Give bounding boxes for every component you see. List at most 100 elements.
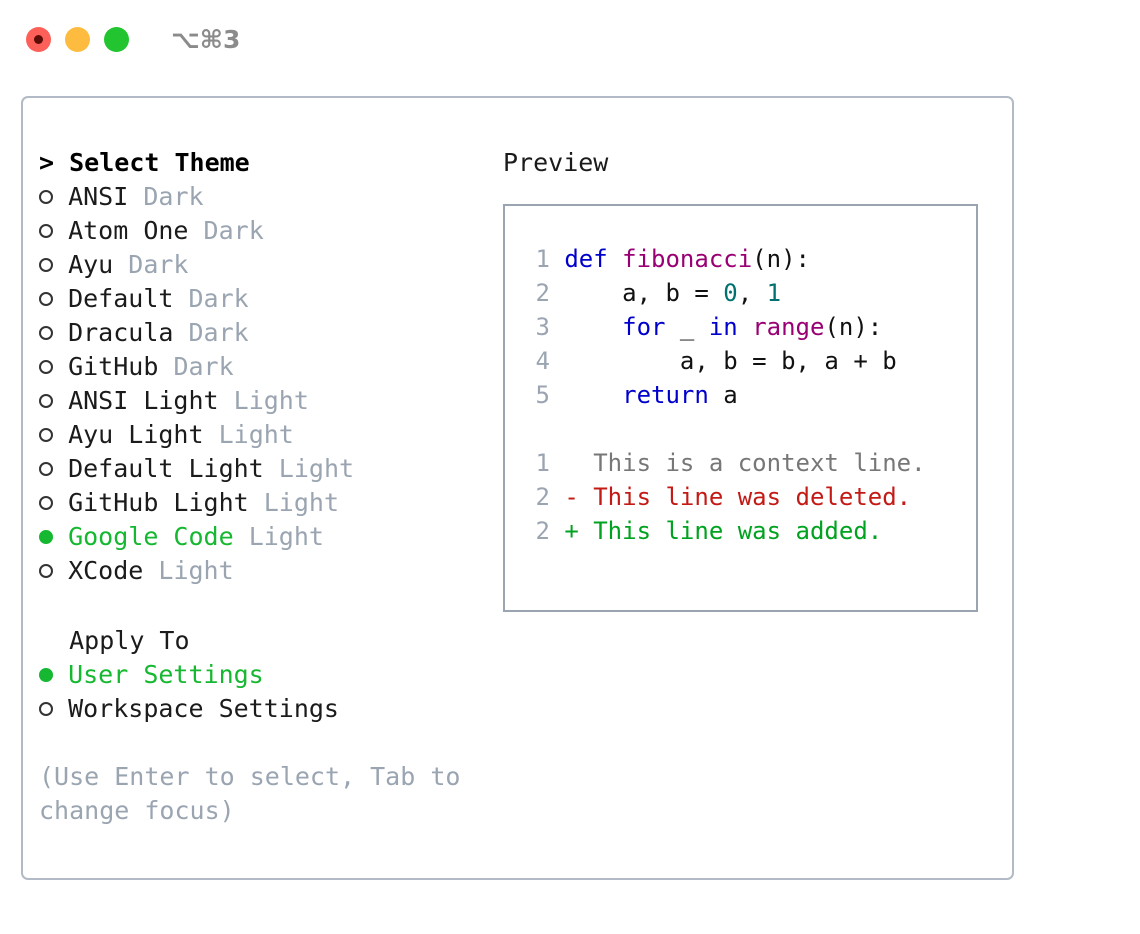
code-token: in	[708, 313, 738, 341]
radio-unselected-icon[interactable]	[39, 496, 53, 510]
title-bar: ⌥⌘3	[0, 0, 1140, 78]
code-line: 4 a, b = b, a + b	[505, 344, 976, 378]
diff-line: 2- This line was deleted.	[505, 480, 976, 514]
theme-name: GitHub	[68, 352, 159, 381]
radio-unselected-icon[interactable]	[39, 702, 53, 716]
code-token: 1	[766, 279, 782, 307]
apply-to-option-user-settings[interactable]: User Settings	[39, 658, 479, 692]
page-title: Select Theme	[69, 148, 250, 177]
theme-name: ANSI	[68, 182, 129, 211]
theme-name: Ayu Light	[68, 420, 204, 449]
code-token: a, b = b, a + b	[564, 347, 897, 375]
apply-to-header: Apply To	[69, 626, 190, 655]
code-line: 2 a, b = 0, 1	[505, 276, 976, 310]
code-token: return	[622, 381, 709, 409]
theme-list: ANSI Dark Atom One Dark Ayu Dark Default…	[39, 180, 479, 588]
radio-unselected-icon[interactable]	[39, 326, 53, 340]
line-number: 2	[535, 279, 550, 307]
radio-unselected-icon[interactable]	[39, 258, 53, 272]
hint-gap	[39, 726, 479, 760]
theme-name: Google Code	[68, 522, 234, 551]
theme-variant: Dark	[188, 284, 249, 313]
radio-selected-icon[interactable]	[39, 668, 53, 682]
apply-to-option-workspace-settings[interactable]: Workspace Settings	[39, 692, 479, 726]
theme-option-dracula[interactable]: Dracula Dark	[39, 316, 479, 350]
theme-option-default-light[interactable]: Default Light Light	[39, 452, 479, 486]
theme-variant: Dark	[143, 182, 204, 211]
apply-to-label: Workspace Settings	[68, 694, 339, 723]
apply-to-list: User Settings Workspace Settings	[39, 658, 479, 726]
diff-sample: 1 This is a context line.2- This line wa…	[505, 446, 976, 548]
theme-name: Default Light	[68, 454, 264, 483]
theme-option-ansi-light[interactable]: ANSI Light Light	[39, 384, 479, 418]
theme-option-xcode[interactable]: XCode Light	[39, 554, 479, 588]
radio-unselected-icon[interactable]	[39, 292, 53, 306]
diff-line: 2 + This line was added.	[505, 514, 976, 548]
minimize-button-icon[interactable]	[65, 26, 90, 52]
theme-option-github-light[interactable]: GitHub Light Light	[39, 486, 479, 520]
code-token: a, b =	[564, 279, 724, 307]
theme-name: Ayu	[68, 250, 114, 279]
line-number: 2	[535, 517, 550, 545]
radio-unselected-icon[interactable]	[39, 394, 53, 408]
radio-unselected-icon[interactable]	[39, 190, 53, 204]
line-number: 5	[535, 381, 550, 409]
line-number: 1	[535, 449, 550, 477]
theme-option-google-code[interactable]: Google Code Light	[39, 520, 479, 554]
theme-variant: Dark	[188, 318, 249, 347]
code-token: range	[752, 313, 825, 341]
code-token	[564, 381, 622, 409]
line-number: 4	[535, 347, 550, 375]
radio-selected-icon[interactable]	[39, 530, 53, 544]
theme-option-github[interactable]: GitHub Dark	[39, 350, 479, 384]
apply-to-label: User Settings	[68, 660, 264, 689]
radio-unselected-icon[interactable]	[39, 564, 53, 578]
focus-caret-icon: >	[39, 148, 55, 177]
code-token: for	[622, 313, 666, 341]
code-token	[564, 313, 622, 341]
radio-unselected-icon[interactable]	[39, 428, 53, 442]
code-diff-gap	[505, 412, 976, 446]
radio-unselected-icon[interactable]	[39, 360, 53, 374]
theme-option-default[interactable]: Default Dark	[39, 282, 479, 316]
theme-option-ansi[interactable]: ANSI Dark	[39, 180, 479, 214]
theme-variant: Light	[218, 420, 294, 449]
code-token: 0	[723, 279, 738, 307]
close-button-icon[interactable]	[26, 26, 51, 52]
diff-line: 1 This is a context line.	[505, 446, 976, 480]
code-line: 5 return a	[505, 378, 976, 412]
theme-variant: Dark	[128, 250, 189, 279]
radio-unselected-icon[interactable]	[39, 224, 53, 238]
theme-variant: Light	[233, 386, 309, 415]
code-token: _	[665, 313, 709, 341]
zoom-button-icon[interactable]	[104, 26, 129, 52]
theme-name: Atom One	[68, 216, 189, 245]
theme-name: ANSI Light	[68, 386, 219, 415]
diff-text: This is a context line.	[564, 449, 926, 477]
theme-option-ayu-light[interactable]: Ayu Light Light	[39, 418, 479, 452]
radio-unselected-icon[interactable]	[39, 462, 53, 476]
line-number: 3	[535, 313, 550, 341]
theme-variant: Light	[278, 454, 355, 483]
theme-option-ayu[interactable]: Ayu Dark	[39, 248, 479, 282]
line-number: 1	[535, 245, 550, 273]
theme-picker-column: > Select Theme ANSI Dark Atom One Dark A…	[39, 146, 479, 828]
theme-variant: Light	[248, 522, 324, 551]
code-token: a	[708, 381, 738, 409]
theme-name: Default	[68, 284, 174, 313]
main-panel: > Select Theme ANSI Dark Atom One Dark A…	[21, 96, 1014, 880]
code-token: def	[564, 245, 623, 273]
theme-option-atom-one[interactable]: Atom One Dark	[39, 214, 479, 248]
code-token	[738, 313, 752, 341]
diff-text: + This line was added.	[564, 517, 883, 545]
theme-name: Dracula	[68, 318, 174, 347]
hint-line-2: change focus)	[39, 796, 235, 825]
theme-variant: Dark	[173, 352, 234, 381]
code-token: (n):	[824, 313, 883, 341]
traffic-light-buttons	[26, 26, 129, 52]
